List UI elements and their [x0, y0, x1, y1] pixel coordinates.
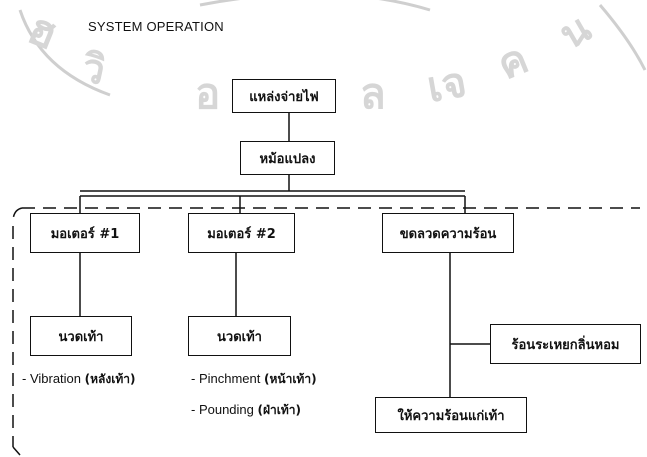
foot-heat-node: ให้ความร้อนแก่เท้า — [375, 397, 527, 433]
transformer-node: หม้อแปลง — [240, 141, 335, 175]
vibration-label: - Vibration (หลังเท้า) — [22, 371, 136, 386]
power-source-node: แหล่งจ่ายไฟ — [232, 79, 336, 113]
heater-coil-node: ขดลวดความร้อน — [382, 213, 514, 253]
motor-1-node: มอเตอร์ #1 — [30, 213, 140, 253]
aroma-heat-node: ร้อนระเหยกลิ่นหอม — [490, 324, 641, 364]
foot-massage-1-node: นวดเท้า — [30, 316, 132, 356]
pounding-label: - Pounding (ฝ่าเท้า) — [191, 402, 301, 417]
pinchment-label: - Pinchment (หน้าเท้า) — [191, 371, 317, 386]
diagram-title: SYSTEM OPERATION — [88, 19, 224, 34]
foot-massage-2-node: นวดเท้า — [188, 316, 291, 356]
motor-2-node: มอเตอร์ #2 — [188, 213, 295, 253]
